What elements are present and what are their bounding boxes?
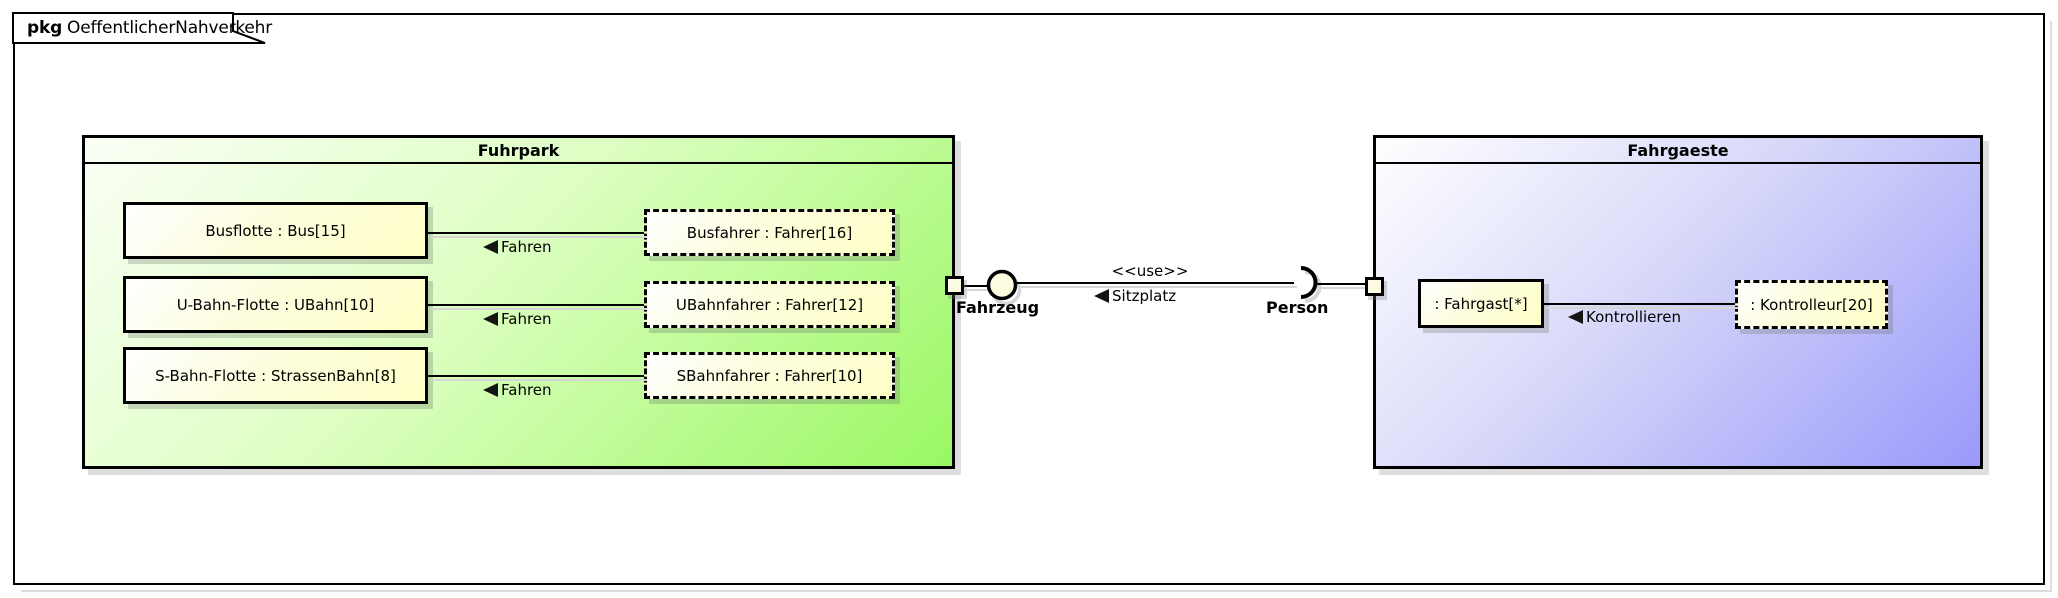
direction-triangle-icon [483,240,498,254]
role-sbahnfahrer[interactable]: SBahnfahrer : Fahrer[10] [644,352,895,399]
part-ubahn-flotte[interactable]: U-Bahn-Flotte : UBahn[10] [123,276,428,333]
sitzplatz-label-text: Sitzplatz [1112,287,1177,305]
frame-keyword: pkg [27,18,63,38]
part-fahrgast-label: : Fahrgast[*] [1434,294,1528,313]
port-label-fahrzeug: Fahrzeug [956,298,1039,317]
fahren-label-text: Fahren [501,238,552,256]
frame-tab-shape [12,12,266,44]
role-kontrolleur-label: : Kontrolleur[20] [1750,295,1873,314]
fahrzeug-label-text: Fahrzeug [956,298,1040,317]
frame-tab-pentagon [12,12,266,44]
direction-triangle-icon [1094,289,1109,303]
port-person[interactable] [1365,277,1384,296]
role-kontrolleur[interactable]: : Kontrolleur[20] [1735,280,1888,329]
association-label-fahren-1: Fahren [483,238,552,256]
association-label-fahren-3: Fahren [483,381,552,399]
port-fahrzeug[interactable] [945,276,964,295]
role-ubahnfahrer-label: UBahnfahrer : Fahrer[12] [675,295,864,314]
kontrollieren-label-text: Kontrollieren [1586,308,1681,326]
direction-triangle-icon [483,383,498,397]
direction-triangle-icon [483,312,498,326]
frame-name: OeffentlicherNahverkehr [67,18,273,38]
sitzplatz-label: Sitzplatz [1094,287,1176,305]
part-sbahn-flotte[interactable]: S-Bahn-Flotte : StrassenBahn[8] [123,347,428,404]
part-busflotte[interactable]: Busflotte : Bus[15] [123,202,428,259]
use-stereotype-label: <<use>> [1100,262,1200,280]
direction-triangle-icon [1568,310,1583,324]
diagram-frame [13,13,2045,585]
frame-shadow [2050,21,2052,592]
part-sbahn-flotte-label: S-Bahn-Flotte : StrassenBahn[8] [155,366,396,385]
package-fuhrpark-title: Fuhrpark [85,138,952,164]
association-label-kontrollieren: Kontrollieren [1568,308,1681,326]
fahren-label-text: Fahren [501,310,552,328]
role-busfahrer[interactable]: Busfahrer : Fahrer[16] [644,209,895,256]
use-stereotype-text: <<use>> [1111,262,1189,280]
role-sbahnfahrer-label: SBahnfahrer : Fahrer[10] [676,366,863,385]
part-busflotte-label: Busflotte : Bus[15] [205,221,346,240]
part-fahrgast[interactable]: : Fahrgast[*] [1418,279,1544,328]
port-label-person: Person [1266,298,1328,317]
frame-shadow [21,590,2052,592]
role-ubahnfahrer[interactable]: UBahnfahrer : Fahrer[12] [644,281,895,328]
fahren-label-text: Fahren [501,381,552,399]
role-busfahrer-label: Busfahrer : Fahrer[16] [686,223,853,242]
association-label-fahren-2: Fahren [483,310,552,328]
part-ubahn-flotte-label: U-Bahn-Flotte : UBahn[10] [176,295,375,314]
package-fahrgaeste-title: Fahrgaeste [1376,138,1980,164]
person-label-text: Person [1266,298,1329,317]
